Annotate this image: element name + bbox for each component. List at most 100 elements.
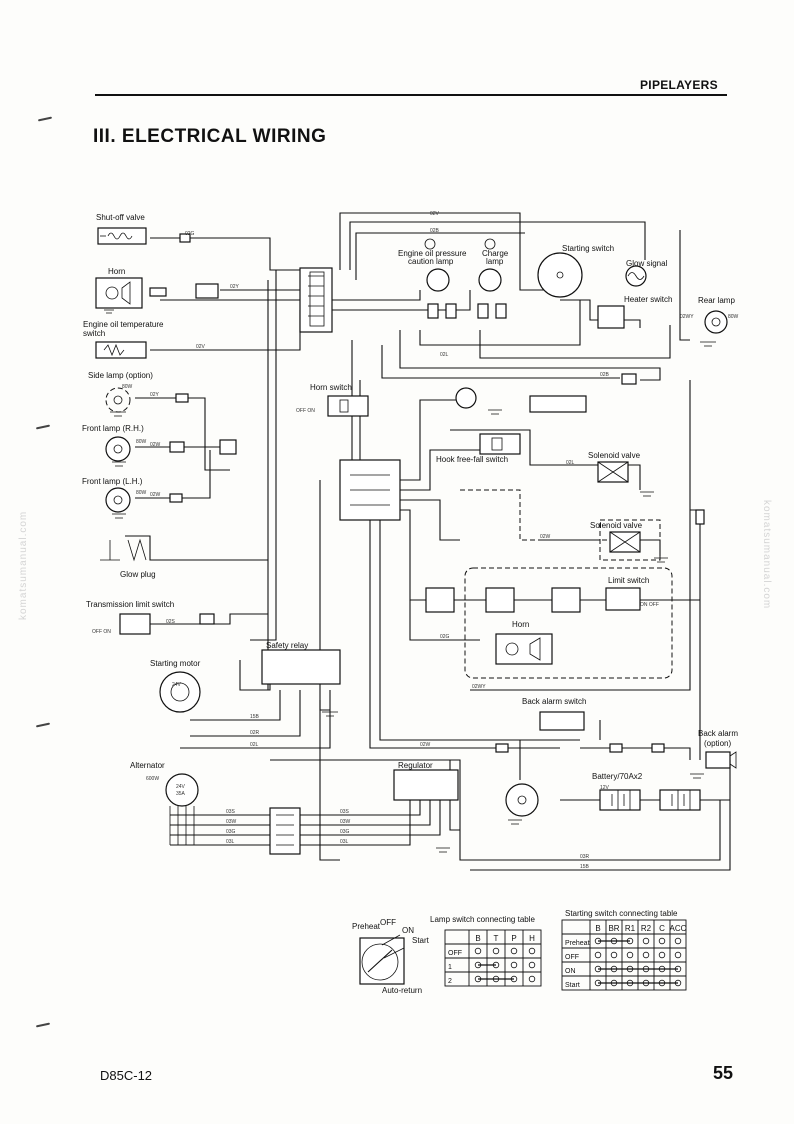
table-terminal bbox=[642, 937, 650, 945]
transmission-limit-label: Transmission limit switch bbox=[86, 600, 174, 609]
wire-code: 02B bbox=[600, 372, 610, 378]
ground-symbols bbox=[104, 309, 716, 853]
wire-code: 03G bbox=[226, 829, 236, 835]
front-lamp-lh bbox=[105, 487, 131, 513]
regulator-label: Regulator bbox=[398, 761, 433, 770]
table-terminal bbox=[528, 947, 536, 955]
alternator-connector bbox=[269, 807, 301, 855]
heater-switch-label: Heater switch bbox=[624, 295, 672, 304]
charge-lamp bbox=[477, 238, 507, 319]
battery-label: Battery/70Ax2 bbox=[592, 772, 643, 781]
horn-switch-label: Horn switch bbox=[310, 383, 352, 392]
page-title: III. ELECTRICAL WIRING bbox=[93, 126, 327, 147]
shutoff-valve bbox=[97, 227, 147, 245]
table-terminal bbox=[510, 961, 518, 969]
section-header: PIPELAYERS bbox=[640, 78, 718, 92]
starting-motor bbox=[159, 671, 201, 713]
side-lamp bbox=[105, 387, 131, 413]
hook-freefall-label: Hook free-fall switch bbox=[436, 455, 508, 464]
back-alarm-label: Back alarm bbox=[698, 729, 738, 738]
table-header-cell: T bbox=[494, 934, 499, 943]
wire-code: 03S bbox=[340, 809, 350, 815]
table-terminal bbox=[610, 951, 618, 959]
solenoid-valve-2 bbox=[609, 531, 641, 553]
table-header-cell: R2 bbox=[641, 924, 652, 933]
wire-code: 02S bbox=[166, 619, 176, 625]
side-lamp-label: Side lamp (option) bbox=[88, 371, 153, 380]
inline-connectors bbox=[169, 233, 705, 753]
wire-code: 03R bbox=[580, 854, 590, 860]
front-lamp-lh-label: Front lamp (L.H.) bbox=[82, 477, 143, 486]
table-terminal bbox=[642, 951, 650, 959]
table-terminal bbox=[510, 947, 518, 955]
oil-temp-switch bbox=[95, 341, 147, 359]
horn-2-label: Horn bbox=[512, 620, 529, 629]
safety-relay-label: Safety relay bbox=[266, 641, 308, 650]
table-row-label: ON bbox=[565, 968, 576, 975]
table-row-label: Preheat bbox=[565, 940, 590, 947]
safety-relay bbox=[261, 649, 341, 685]
wire-code: 02B bbox=[430, 228, 440, 234]
table-terminal bbox=[658, 951, 666, 959]
table-header-cell: C bbox=[659, 924, 665, 933]
back-alarm-switch-label: Back alarm switch bbox=[522, 697, 586, 706]
footer-model: D85C-12 bbox=[100, 1068, 153, 1083]
table-row-label: OFF bbox=[565, 954, 579, 961]
key-start: Start bbox=[412, 936, 430, 945]
starting-motor-label: Starting motor bbox=[150, 659, 201, 668]
key-position-dial bbox=[359, 934, 405, 985]
lamp-table-title: Lamp switch connecting table bbox=[430, 915, 536, 924]
horn-label: Horn bbox=[108, 267, 125, 276]
rear-lamp-label: Rear lamp bbox=[698, 296, 735, 305]
oil-pressure-lamp-label: Engine oil pressure bbox=[398, 249, 467, 258]
wire-code: 15B bbox=[250, 714, 260, 720]
wire-codes: 02G 02Y 02V 02Y 02W 02W 02S 02V 02B 02L … bbox=[150, 211, 694, 870]
wire-code: 02Y bbox=[150, 392, 160, 398]
wire-code: 02Y bbox=[230, 284, 240, 290]
horn-switch-offon: OFF ON bbox=[296, 408, 315, 414]
alternator-label: Alternator bbox=[130, 761, 165, 770]
alternator-watt: 600W bbox=[146, 776, 159, 782]
table-terminal bbox=[528, 961, 536, 969]
wire-code: 02WY bbox=[472, 684, 486, 690]
glow-signal-label: Glow signal bbox=[626, 259, 668, 268]
wire-code: 03L bbox=[226, 839, 235, 845]
alternator-volt: 24V bbox=[176, 784, 186, 790]
wire-harness bbox=[125, 212, 731, 871]
wire-code: 02V bbox=[196, 344, 206, 350]
limit-switches bbox=[425, 587, 641, 613]
table-terminal bbox=[474, 947, 482, 955]
alternator-amp: 35A bbox=[176, 791, 186, 797]
side-lamp-watt: 80W bbox=[122, 384, 133, 390]
wire-code: 02L bbox=[440, 352, 449, 358]
table-terminal bbox=[594, 951, 602, 959]
key-preheat: Preheat bbox=[352, 922, 381, 931]
wire-code: 02G bbox=[440, 634, 450, 640]
hook-freefall-switch bbox=[479, 433, 521, 455]
page-number: 55 bbox=[713, 1063, 734, 1083]
wire-code: 15B bbox=[580, 864, 590, 870]
wire-code: 02G bbox=[185, 231, 195, 237]
limit-horn-group bbox=[464, 567, 673, 679]
table-header-cell: B bbox=[475, 934, 480, 943]
back-alarm bbox=[705, 751, 737, 769]
wire-code: 02V bbox=[430, 211, 440, 217]
oil-pressure-lamp-label-2: caution lamp bbox=[408, 257, 454, 266]
start-table-title: Starting switch connecting table bbox=[565, 909, 678, 918]
table-terminal bbox=[674, 951, 682, 959]
solenoid-valve-1-label: Solenoid valve bbox=[588, 451, 641, 460]
table-header-cell: BR bbox=[608, 924, 619, 933]
wire-code: 02W bbox=[150, 442, 161, 448]
battery-relay bbox=[505, 783, 539, 817]
table-terminal bbox=[674, 937, 682, 945]
horn-right bbox=[495, 633, 553, 665]
charge-lamp-label-2: lamp bbox=[486, 257, 504, 266]
table-row-label: 2 bbox=[448, 978, 452, 985]
table-terminal bbox=[658, 937, 666, 945]
limit-switch-onoff: ON OFF bbox=[640, 602, 659, 608]
transmission-limit-offon: OFF ON bbox=[92, 629, 111, 635]
lamp-switch-right bbox=[455, 387, 587, 413]
glow-signal bbox=[625, 265, 647, 287]
